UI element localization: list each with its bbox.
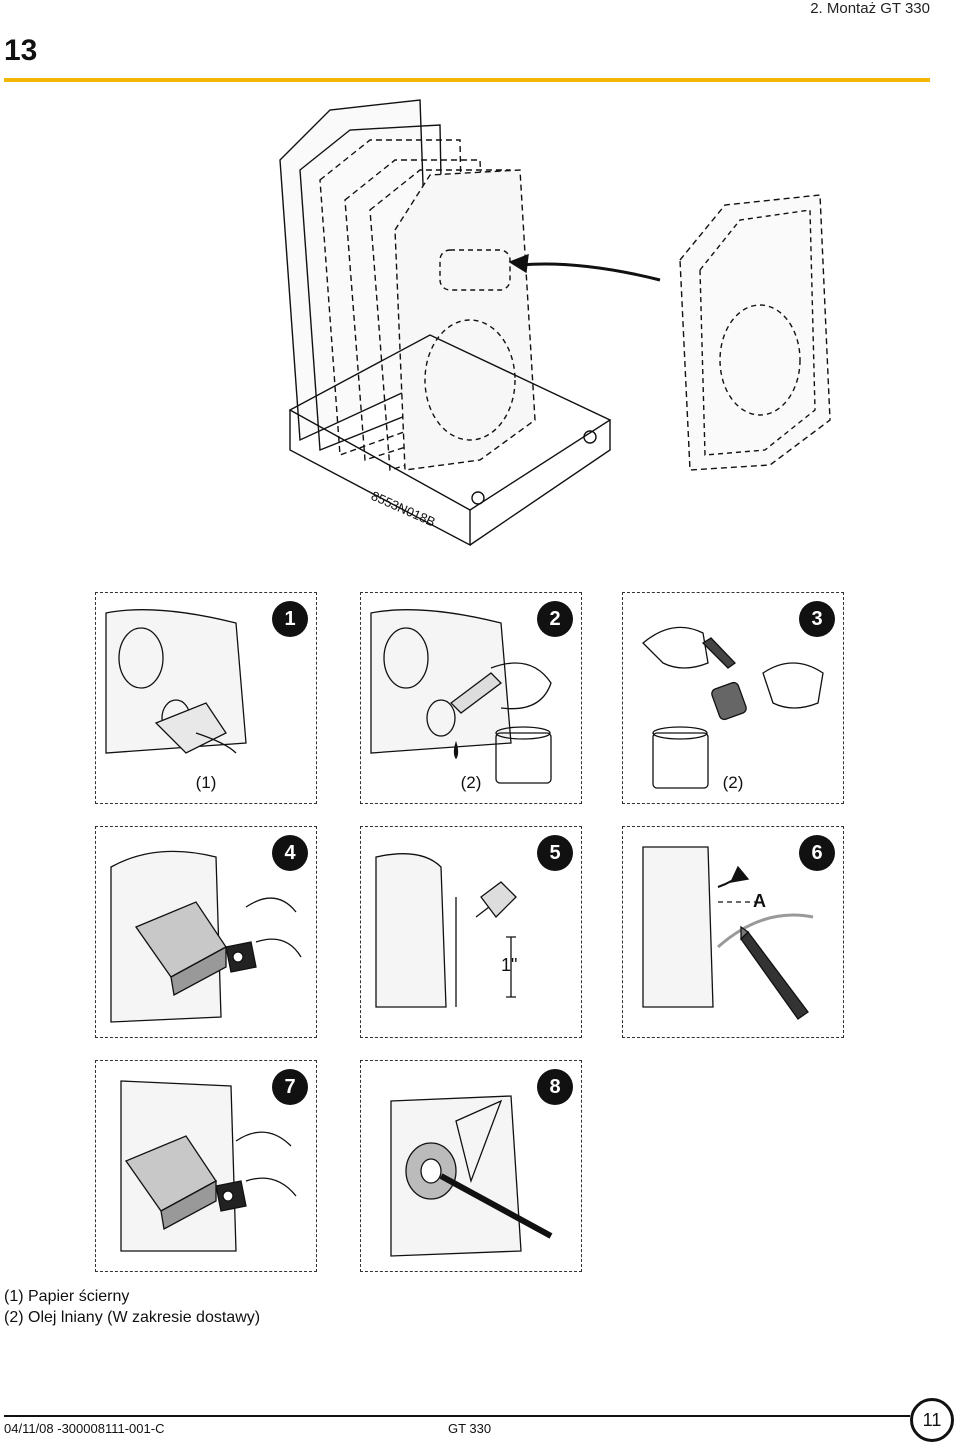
footer-rule: [4, 1415, 910, 1417]
step-panel-4: 4: [95, 826, 317, 1038]
step-badge-5: 5: [537, 835, 573, 871]
section-title: 2. Montaż GT 330: [810, 0, 930, 17]
panel-caption-1: (1): [195, 773, 217, 792]
step-panel-7: 7: [95, 1060, 317, 1272]
block-hammer-illustration: [110, 850, 302, 1023]
marker-a-label: A: [753, 891, 766, 911]
step-panel-1: 1 (1): [95, 592, 317, 804]
step-badge-3: 3: [799, 601, 835, 637]
gap-dimension-label: 1": [501, 955, 518, 975]
oiling-illustration: [370, 609, 552, 784]
page-number-badge: 11: [910, 1398, 954, 1442]
legend-item: (2) Olej lniany (W zakresie dostawy): [4, 1309, 261, 1326]
step-badge-6: 6: [799, 835, 835, 871]
document-code: 04/11/08 -300008111-001-C: [4, 1421, 165, 1436]
panel-caption-2: (2): [460, 773, 482, 792]
step-badge-4: 4: [272, 835, 308, 871]
step-badge-2: 2: [537, 601, 573, 637]
legend-item: (1) Papier ścierny: [4, 1288, 130, 1305]
step-panel-5: 5 1": [360, 826, 582, 1038]
brush-tube-illustration: [642, 626, 824, 789]
step-badge-8: 8: [537, 1069, 573, 1105]
sanding-illustration: [105, 609, 247, 754]
boiler-assembly-illustration: [279, 99, 831, 547]
step-panel-6: 6 A: [622, 826, 844, 1038]
step-badge-7: 7: [272, 1069, 308, 1105]
step-panel-3: 3 (2): [622, 592, 844, 804]
sealant-gap-illustration: [375, 853, 517, 1008]
panel-caption-3: (2): [722, 773, 744, 792]
header-accent-rule: [4, 78, 930, 82]
legend: (1) Papier ścierny (2) Olej lniany (W za…: [4, 1286, 260, 1328]
tie-rod-tool-illustration: [390, 1095, 553, 1257]
step-number: 13: [4, 34, 38, 67]
block-hammer-repeat-illustration: [120, 1080, 297, 1252]
step-panel-2: 2 (2): [360, 592, 582, 804]
footer-product: GT 330: [448, 1421, 492, 1436]
step-panel-8: 8: [360, 1060, 582, 1272]
cutter-trim-illustration: [642, 846, 814, 1020]
step-badge-1: 1: [272, 601, 308, 637]
